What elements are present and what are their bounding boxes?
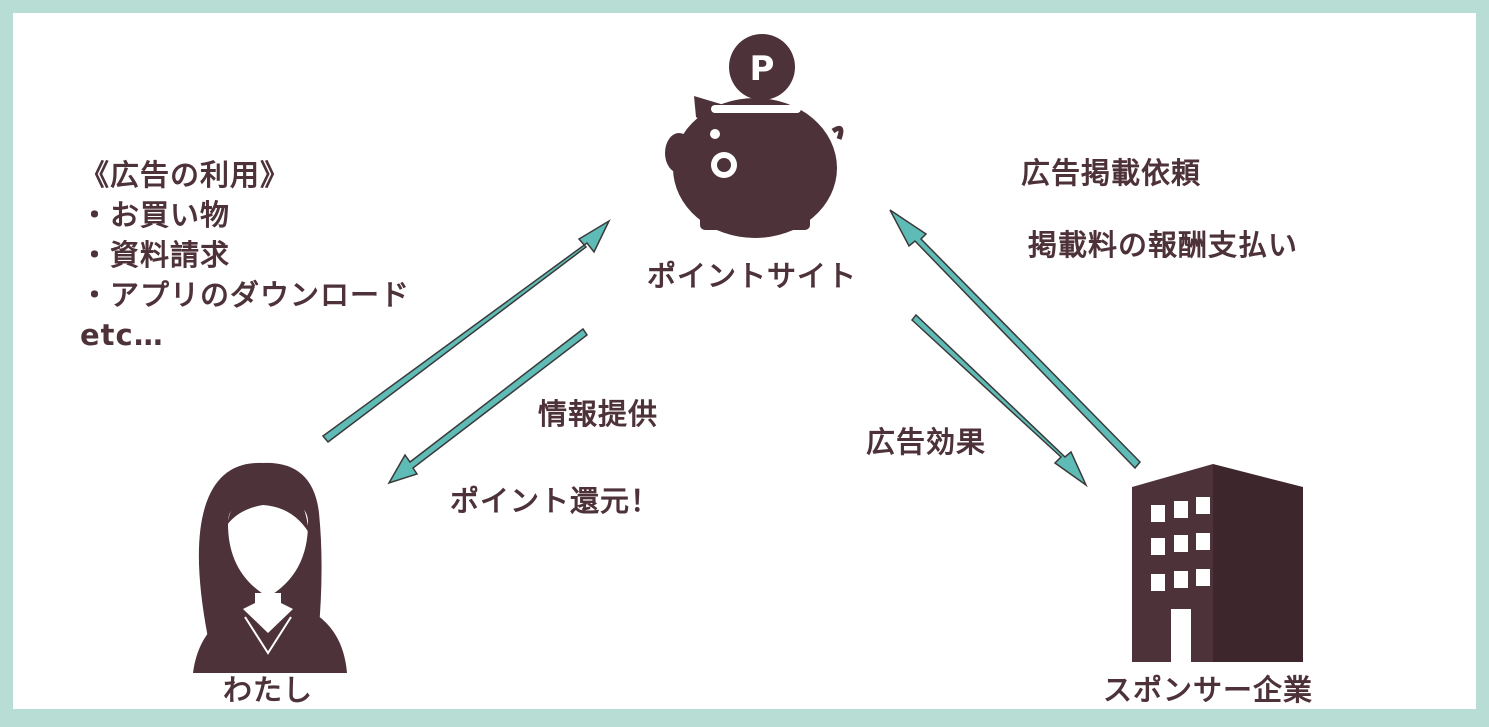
ad-usage-item: ・資料請求 <box>80 238 231 272</box>
node-label-point-site: ポイントサイト <box>647 259 858 293</box>
coin-letter: P <box>750 49 775 89</box>
node-label-me: わたし <box>223 673 314 707</box>
arrow-site-to-sponsor <box>910 313 1088 488</box>
ad-usage-heading: 《広告の利用》 <box>80 158 291 192</box>
ad-usage-list: 《広告の利用》 ・お買い物 ・資料請求 ・アプリのダウンロード etc… <box>80 158 411 359</box>
edge-label-ad-request: 広告掲載依頼 <box>1021 156 1202 190</box>
woman-avatar-icon <box>193 462 347 673</box>
edge-label-info: 情報提供 <box>538 397 659 431</box>
edge-label-reward-payment: 掲載料の報酬支払い <box>1028 228 1299 262</box>
edge-label-ad-effect: 広告効果 <box>866 425 987 459</box>
arrow-site-to-me <box>387 327 589 485</box>
coin-icon <box>729 34 795 100</box>
arrow-me-to-site <box>321 219 611 444</box>
diagram-graphics: P <box>193 34 1303 673</box>
arrow-sponsor-to-site <box>889 209 1142 470</box>
ad-usage-more: etc… <box>80 318 164 352</box>
node-label-sponsor: スポンサー企業 <box>1103 673 1314 707</box>
piggy-bank-icon: P <box>665 34 844 238</box>
office-building-icon <box>1132 464 1303 662</box>
ad-usage-item: ・アプリのダウンロード <box>80 278 411 312</box>
ad-usage-item: ・お買い物 <box>80 198 231 232</box>
edge-label-point-return: ポイント還元！ <box>450 484 661 518</box>
diagram-canvas: P <box>13 13 1476 709</box>
